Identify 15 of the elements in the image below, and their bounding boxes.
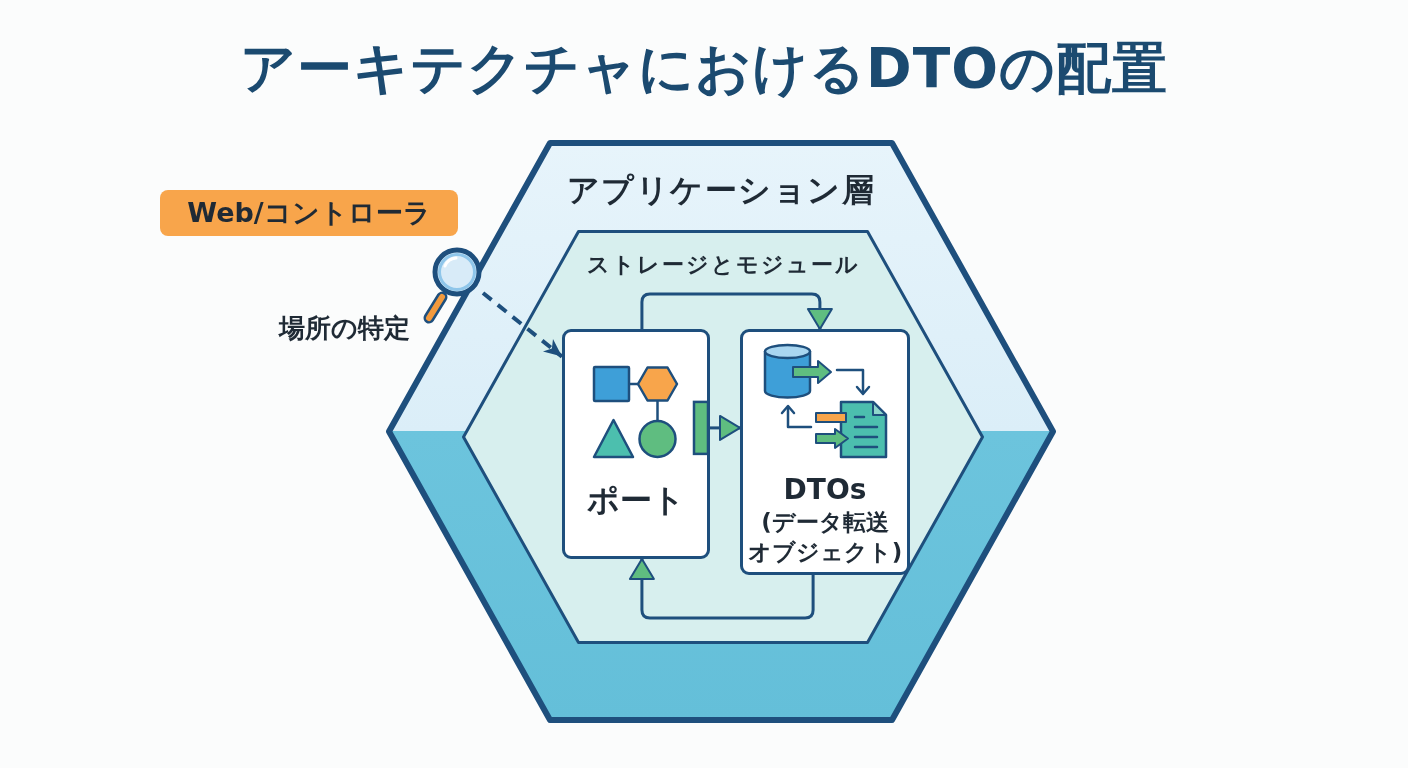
layer-title: アプリケーション層	[566, 170, 876, 210]
connector-arrow	[640, 292, 833, 330]
component-card	[740, 329, 910, 575]
page-title: アーキテクチャにおけるDTOの配置	[240, 35, 1168, 101]
card-title: DTOs	[783, 473, 867, 507]
component-card	[562, 329, 710, 559]
card-subtitle: (データ転送オブジェクト)	[746, 507, 904, 567]
tag-text: Web/コントローラ	[187, 196, 431, 230]
card-title: ポート	[587, 481, 685, 520]
connector-arrow	[710, 414, 741, 441]
connector-arrow	[628, 558, 815, 620]
icon-caption: 場所の特定	[279, 313, 410, 343]
dashed-arrow	[481, 291, 564, 359]
label-tag	[160, 190, 458, 236]
layer-title: ストレージとモジュール	[586, 251, 860, 279]
